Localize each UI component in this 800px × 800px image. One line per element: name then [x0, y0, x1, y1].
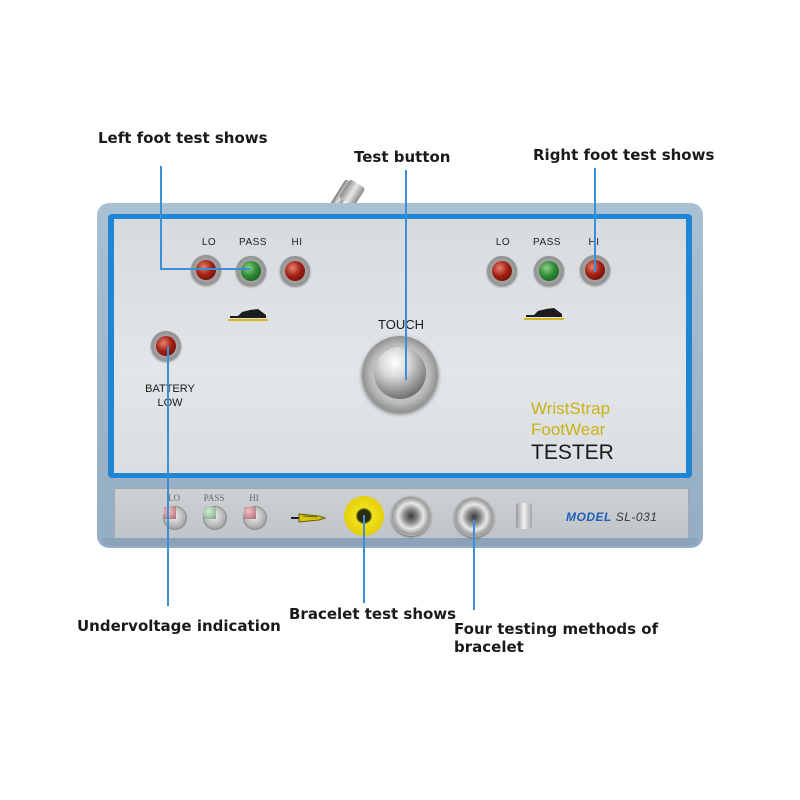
front-led-label-pass: PASS — [203, 493, 225, 503]
callout-bracelet-test: Bracelet test shows — [289, 605, 457, 623]
front-hi-led — [243, 506, 267, 530]
leader-left-foot-vertical — [160, 166, 162, 270]
leader-four-methods — [473, 520, 475, 610]
right-lo-led — [487, 256, 517, 286]
left-led-label-lo: LO — [201, 237, 217, 248]
right-led-label-lo: LO — [495, 237, 511, 248]
touch-label: TOUCH — [378, 317, 424, 332]
left-pass-led — [236, 256, 266, 286]
left-led-label-hi: HI — [291, 237, 303, 248]
left-shoe-icon — [228, 309, 268, 321]
leader-left-foot-horizontal — [160, 268, 250, 270]
leader-undervoltage — [167, 346, 169, 606]
battery-low-label: BATTERY LOW — [138, 382, 202, 410]
callout-left-foot: Left foot test shows — [98, 129, 268, 147]
model-number: SL-031 — [615, 510, 658, 524]
right-pass-led — [534, 256, 564, 286]
wrist-strap-socket-1[interactable] — [391, 496, 431, 536]
right-led-label-hi: HI — [574, 237, 614, 248]
right-shoe-icon — [524, 308, 564, 320]
snap-stud-connector[interactable] — [516, 503, 532, 529]
left-lo-led — [191, 255, 221, 285]
callout-four-methods-line2: bracelet — [454, 638, 524, 656]
front-pass-led — [203, 506, 227, 530]
left-hi-led — [280, 256, 310, 286]
leader-bracelet-test — [363, 515, 365, 603]
left-led-label-pass: PASS — [239, 237, 267, 248]
model-label: MODEL SL-031 — [566, 510, 657, 524]
alligator-clip-icon — [291, 513, 327, 523]
touch-button[interactable] — [374, 347, 426, 399]
front-led-label-lo: LO — [168, 493, 180, 503]
callout-right-foot: Right foot test shows — [533, 146, 715, 164]
housing-bottom-edge — [102, 538, 698, 546]
leader-right-foot — [594, 168, 596, 272]
leader-test-button — [405, 170, 407, 380]
model-prefix: MODEL — [566, 510, 612, 524]
callout-test-button: Test button — [354, 148, 451, 166]
battery-low-led — [151, 331, 181, 361]
callout-four-methods-line1: Four testing methods of — [454, 620, 659, 638]
brand-footwear: FootWear — [531, 420, 606, 439]
brand-tester: TESTER — [531, 441, 614, 464]
callout-four-methods: Four testing methods of bracelet — [454, 620, 658, 656]
callout-undervoltage: Undervoltage indication — [77, 617, 281, 635]
battery-label-line1: BATTERY — [145, 383, 195, 395]
battery-label-line2: LOW — [157, 397, 183, 409]
front-led-label-hi: HI — [249, 493, 259, 503]
brand-wriststrap: WristStrap — [531, 399, 611, 418]
right-led-label-pass: PASS — [533, 237, 561, 248]
